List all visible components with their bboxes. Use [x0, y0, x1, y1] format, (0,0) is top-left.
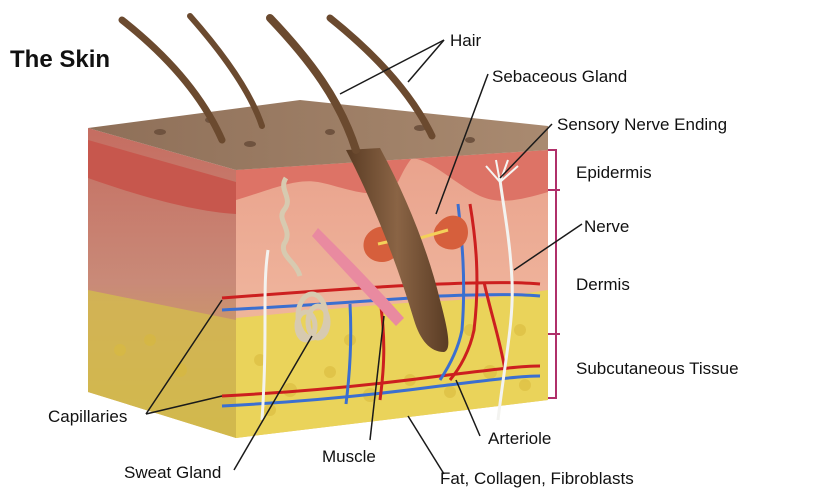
label-dermis: Dermis: [576, 275, 630, 294]
leader-lines: [145, 39, 583, 475]
layer-brackets: [548, 149, 560, 399]
label-nerve: Nerve: [584, 217, 629, 236]
skin-surface-top: [88, 100, 548, 170]
label-hair: Hair: [450, 31, 482, 50]
label-sweat-gland: Sweat Gland: [124, 463, 221, 482]
label-sensory-nerve-ending: Sensory Nerve Ending: [557, 115, 727, 134]
label-subcutaneous-tissue: Subcutaneous Tissue: [576, 359, 739, 378]
label-epidermis: Epidermis: [576, 163, 652, 182]
left-epidermis-band: [88, 140, 236, 214]
label-capillaries: Capillaries: [48, 407, 127, 426]
label-arteriole: Arteriole: [488, 429, 551, 448]
label-sebaceous-gland: Sebaceous Gland: [492, 67, 627, 86]
diagram-title: The Skin: [10, 46, 111, 73]
sensory-nerve-ending-graphic: [485, 159, 519, 183]
hair-strands-graphic: [118, 13, 436, 154]
arrector-muscle-graphic: [312, 228, 404, 326]
sweat-gland-graphic: [279, 176, 331, 343]
label-fat-collagen-fibroblasts: Fat, Collagen, Fibroblasts: [440, 469, 634, 488]
nerves: [260, 179, 514, 421]
fat-cell-texture: [114, 324, 531, 416]
hair-follicle-graphic: [346, 148, 449, 352]
label-muscle: Muscle: [322, 447, 376, 466]
